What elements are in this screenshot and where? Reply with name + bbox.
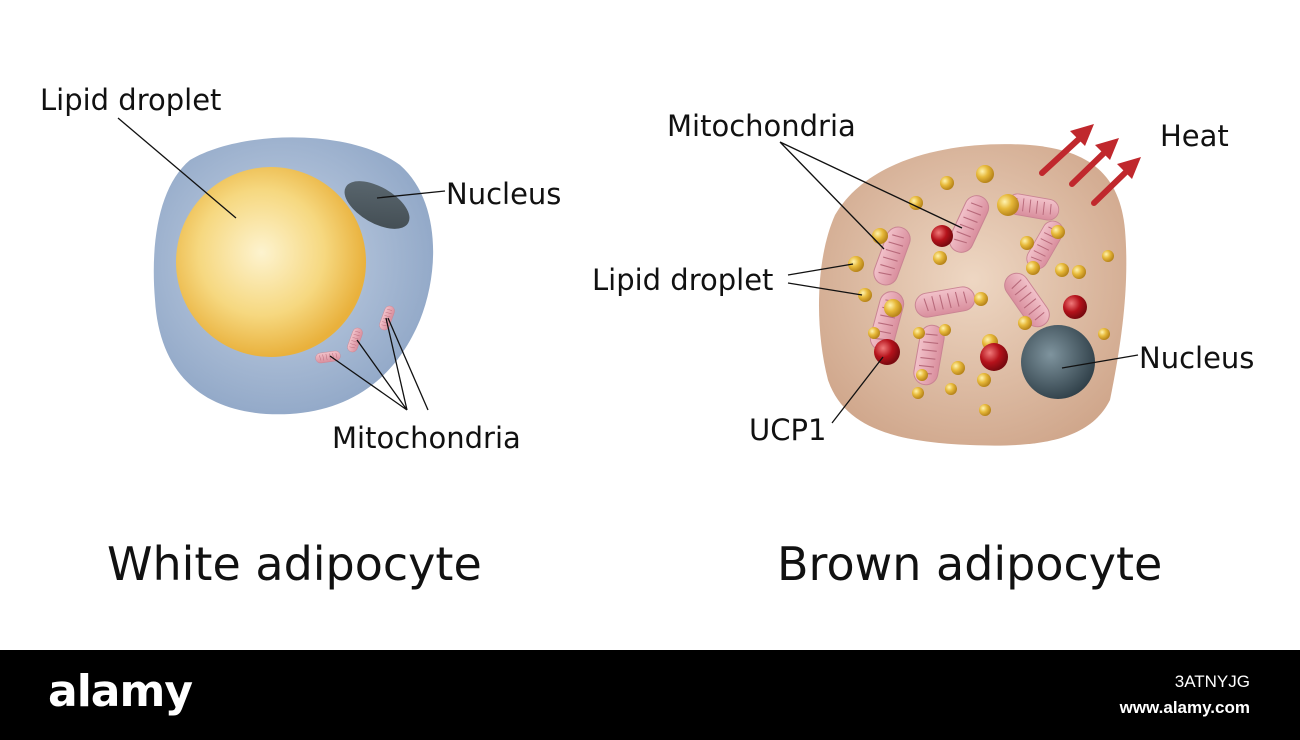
alamy-logo: alamy xyxy=(48,666,193,717)
brown-nucleus-leader xyxy=(1061,354,1139,369)
brown-ucp1-group xyxy=(874,225,1087,371)
image-id: 3ATNYJG xyxy=(1174,672,1250,691)
white-mito-leader xyxy=(329,317,408,411)
brown-lipid-droplets xyxy=(848,165,1114,416)
brown-mito-leader xyxy=(779,141,963,250)
site-url: www.alamy.com xyxy=(1119,698,1250,717)
watermark-footer: alamy 3ATNYJG www.alamy.com xyxy=(0,650,1300,740)
white-nucleus xyxy=(344,181,410,229)
heat-arrows xyxy=(1039,124,1141,206)
white-lipid-droplet xyxy=(176,167,366,357)
white-mito-leader-2 xyxy=(387,317,429,411)
heat-label: Heat xyxy=(1160,119,1229,153)
white-adipocyte: Lipid droplet Nucleus Mitochondria White… xyxy=(40,83,561,591)
brown-lipid-leader xyxy=(787,263,863,296)
brown-cell-title: Brown adipocyte xyxy=(777,537,1162,591)
brown-nucleus-label: Nucleus xyxy=(1139,341,1254,375)
white-mito-label: Mitochondria xyxy=(332,421,521,455)
brown-mito-label: Mitochondria xyxy=(667,109,856,143)
white-lipid-leader xyxy=(117,117,237,219)
brown-ucp1-leader xyxy=(831,356,884,424)
ucp1-label: UCP1 xyxy=(749,413,826,447)
brown-nucleus xyxy=(1021,325,1095,399)
white-lipid-label: Lipid droplet xyxy=(40,83,221,117)
white-cell-title: White adipocyte xyxy=(107,537,482,591)
white-nucleus-leader xyxy=(376,190,446,199)
adipocyte-diagram: Lipid droplet Nucleus Mitochondria White… xyxy=(40,83,1254,591)
brown-lipid-label: Lipid droplet xyxy=(592,263,773,297)
brown-adipocyte: Mitochondria Heat Lipid droplet Nucleus … xyxy=(592,109,1254,591)
white-nucleus-label: Nucleus xyxy=(446,177,561,211)
